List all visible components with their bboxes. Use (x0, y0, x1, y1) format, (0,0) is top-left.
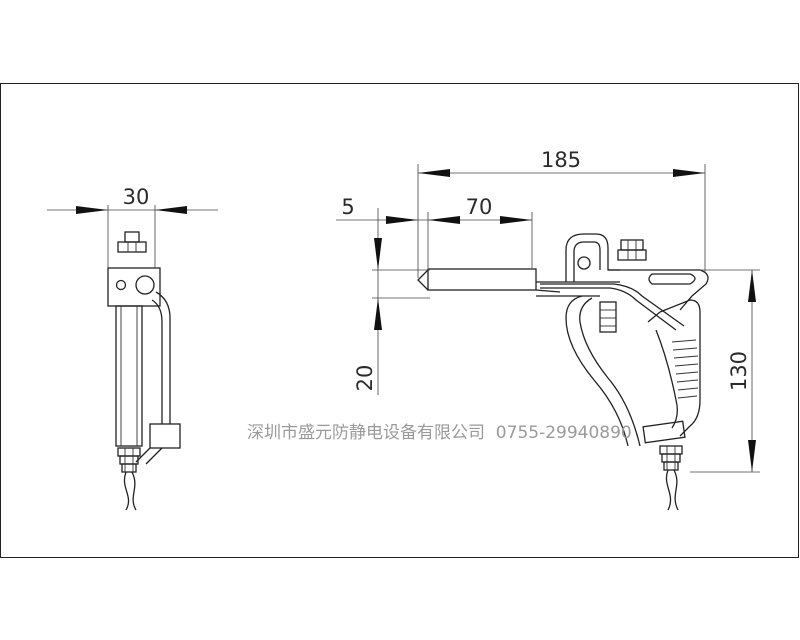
dimension-overall-length: 185 (417, 148, 706, 278)
nozzle-tip (417, 269, 429, 291)
barrel (427, 268, 537, 291)
top-fitting (620, 239, 644, 251)
dim-label-5: 5 (341, 195, 354, 219)
valve-block (599, 301, 617, 333)
dimension-side-width: 30 (47, 185, 218, 268)
dim-label-30: 30 (123, 185, 150, 209)
side-body (115, 305, 143, 447)
bottom-clamp (642, 420, 686, 444)
dim-label-70: 70 (466, 195, 493, 219)
side-air-tube (155, 291, 171, 424)
pivot-pin (577, 256, 591, 270)
side-large-hole (135, 275, 155, 295)
side-view (107, 231, 181, 511)
trigger (565, 295, 629, 447)
dimension-height-20: 20 (353, 208, 430, 395)
company-watermark: 深圳市盛元防静电设备有限公司 0755-29940890 (247, 423, 632, 443)
dimension-height-130: 130 (690, 269, 760, 473)
dim-label-130: 130 (727, 351, 751, 391)
internal-tube (540, 287, 677, 331)
top-hook (565, 233, 620, 282)
side-top-fitting (124, 231, 140, 243)
grip-ribs (671, 339, 699, 399)
dim-label-185: 185 (541, 148, 581, 172)
drawing-frame (0, 83, 799, 558)
gun-cable (665, 469, 672, 511)
dimension-barrel: 5 70 (336, 195, 533, 268)
grip (659, 299, 701, 437)
dim-label-20: 20 (353, 365, 377, 392)
side-small-hole (115, 279, 127, 291)
housing-slot (648, 273, 696, 285)
side-bottom-clamp (149, 423, 181, 449)
gun-view (417, 233, 709, 511)
side-cable (123, 471, 130, 511)
